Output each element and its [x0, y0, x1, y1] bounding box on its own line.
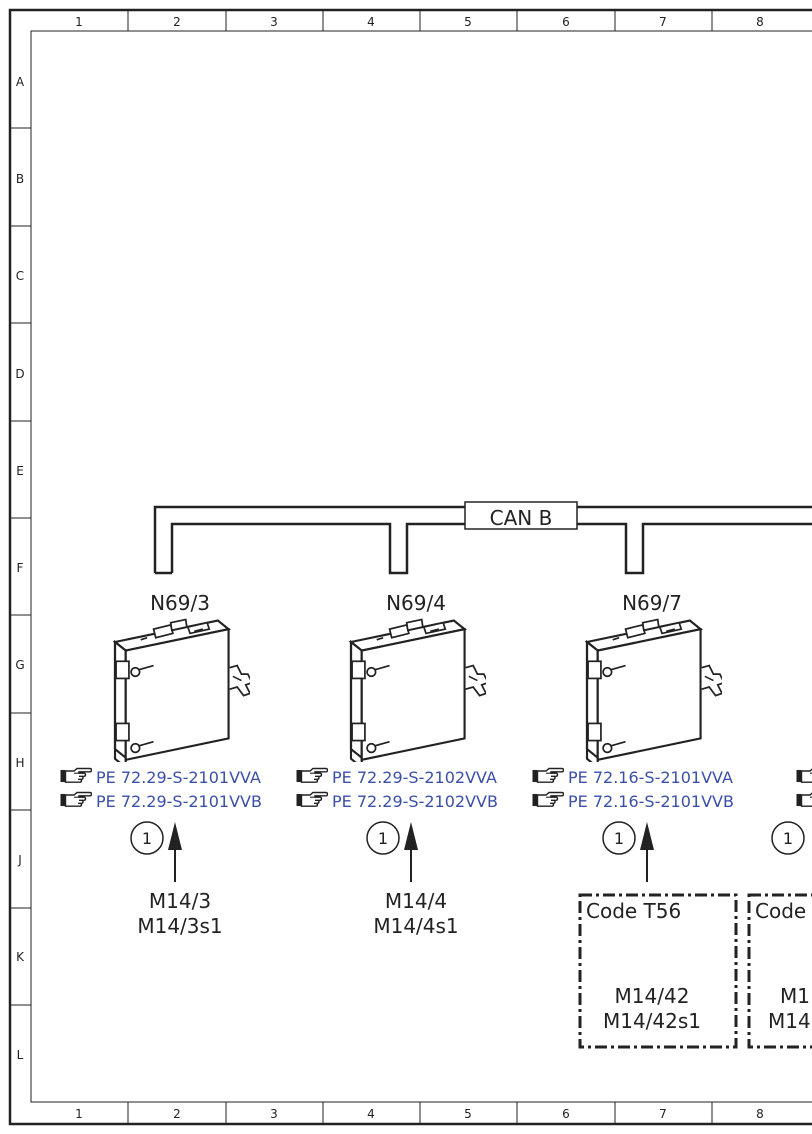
callout-number: 1 [378, 829, 388, 848]
control-unit-icon [585, 618, 722, 762]
motor-label: M14/42 [615, 984, 690, 1008]
pointing-hand-icon [60, 767, 92, 783]
motor-label: M14/3s1 [137, 914, 222, 938]
signal-arrow-head [168, 822, 182, 850]
option-code-label: Code T56 [586, 899, 681, 923]
reference-link[interactable]: PE 72.29-S-2101VVA [96, 768, 261, 787]
row-label: C [16, 269, 24, 283]
can-bus-line [153, 505, 812, 575]
col-label: 6 [562, 15, 570, 29]
pointing-hand-icon [296, 767, 328, 783]
sheet-inner-frame [30, 30, 812, 1103]
control-unit-icon [113, 618, 250, 762]
module-n69-7: N69/7 PE 72.16-S-2101VVA PE 72.16-S-2101… [532, 591, 738, 1049]
can-bus-label: CAN B [490, 506, 553, 530]
col-label: 3 [270, 15, 278, 29]
row-label: D [15, 367, 24, 381]
pointing-hand-icon [296, 791, 328, 807]
callout-number: 1 [142, 829, 152, 848]
module-label: N69/7 [622, 591, 682, 615]
motor-label: M14 [768, 1009, 811, 1033]
control-unit-icon [349, 618, 486, 762]
row-label: E [16, 464, 24, 478]
col-label: 2 [173, 1107, 181, 1121]
callout-circle [602, 821, 636, 855]
module-partial: 1 Code M1 M14 [747, 767, 812, 1049]
col-label: 7 [659, 15, 667, 29]
row-label: J [17, 853, 22, 867]
reference-link[interactable]: PE 72.29-S-2102VVB [332, 792, 498, 811]
option-code-label: Code [755, 899, 806, 923]
column-labels-bottom: 1 2 3 4 5 6 7 8 [75, 1107, 764, 1121]
row-dividers [10, 127, 31, 1006]
reference-link[interactable]: PE 72.16-S-2101VVA [568, 768, 733, 787]
row-label: B [16, 172, 24, 186]
signal-arrow-head [404, 822, 418, 850]
row-label: A [16, 75, 25, 89]
module-label: N69/4 [386, 591, 446, 615]
option-code-box [747, 893, 812, 1049]
col-label: 5 [464, 15, 472, 29]
col-label: 1 [75, 1107, 83, 1121]
callout-number: 1 [783, 829, 793, 848]
col-label: 8 [756, 15, 764, 29]
col-label: 6 [562, 1107, 570, 1121]
module-n69-4: N69/4 PE 72.29-S-2102VVA PE 72.29-S-2102… [296, 591, 498, 938]
col-label: 3 [270, 1107, 278, 1121]
col-label: 5 [464, 1107, 472, 1121]
pointing-hand-icon [796, 767, 812, 783]
col-label: 2 [173, 15, 181, 29]
motor-label: M14/4 [385, 889, 447, 913]
row-label: G [15, 658, 24, 672]
option-code-box [578, 893, 738, 1049]
motor-label: M14/3 [149, 889, 211, 913]
pointing-hand-icon [532, 791, 564, 807]
signal-arrow-head [640, 822, 654, 850]
module-n69-3: N69/3 PE 72.29-S-2101VVA PE 72.29-S-2101… [60, 591, 262, 938]
column-dividers [127, 10, 713, 1124]
pointing-hand-icon [532, 767, 564, 783]
can-bus-label-box: CAN B [464, 501, 578, 530]
motor-label: M14/4s1 [373, 914, 458, 938]
pointing-hand-icon [60, 791, 92, 807]
row-label: L [17, 1048, 24, 1062]
reference-link[interactable]: PE 72.29-S-2101VVB [96, 792, 262, 811]
reference-link[interactable]: PE 72.16-S-2101VVB [568, 792, 734, 811]
column-labels-top: 1 2 3 4 5 6 7 8 [75, 15, 764, 29]
motor-label: M14/42s1 [603, 1009, 701, 1033]
pointing-hand-icon [796, 791, 812, 807]
col-label: 7 [659, 1107, 667, 1121]
sheet-outer-frame [8, 8, 812, 1126]
col-label: 4 [367, 15, 375, 29]
row-labels: A B C D E F G H J K L [15, 75, 25, 1062]
module-label: N69/3 [150, 591, 210, 615]
callout-circle [366, 821, 400, 855]
col-label: 8 [756, 1107, 764, 1121]
callout-number: 1 [614, 829, 624, 848]
motor-label: M1 [780, 984, 810, 1008]
col-label: 4 [367, 1107, 375, 1121]
callout-circle [130, 821, 164, 855]
row-label: K [16, 950, 25, 964]
row-label: F [17, 561, 24, 575]
callout-circle [771, 821, 805, 855]
col-label: 1 [75, 15, 83, 29]
reference-link[interactable]: PE 72.29-S-2102VVA [332, 768, 497, 787]
row-label: H [15, 756, 24, 770]
